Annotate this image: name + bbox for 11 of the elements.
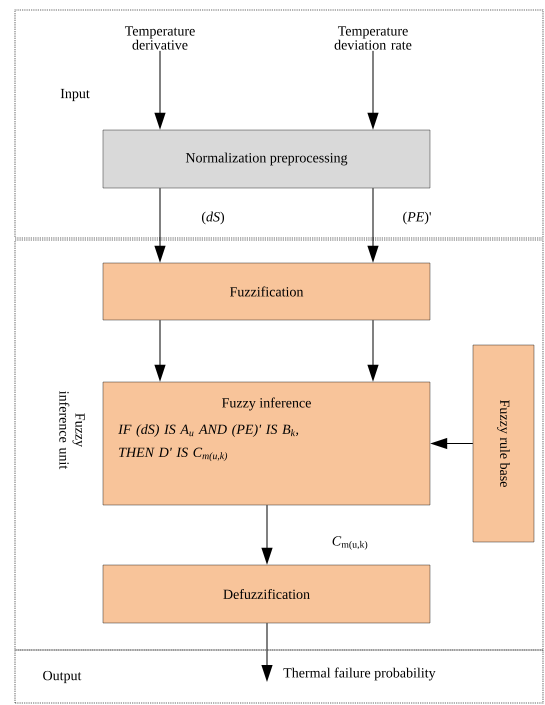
process-box: Fuzzification [102, 262, 430, 320]
process-box: Fuzzy rule base [472, 344, 534, 542]
process-box: Defuzzification [102, 564, 430, 624]
edge-label: (PE)' [402, 210, 432, 226]
edge-label: C$_{m(u,k)}$ [330, 535, 370, 551]
input-label: Temperature derivative [124, 26, 195, 50]
input-label: Thermal failure probability [283, 668, 436, 680]
edge-label: (dS) [200, 210, 226, 226]
process-box: Fuzzy inference IF (dS) IS A$_{u}$ AND (PE)' IS B$_{k}$, THEN D' IS C$_{m(u,k)}$ [102, 382, 430, 506]
input-label: Temperature deviation rate [334, 26, 412, 50]
process-box: Normalization preprocessing [102, 130, 430, 188]
